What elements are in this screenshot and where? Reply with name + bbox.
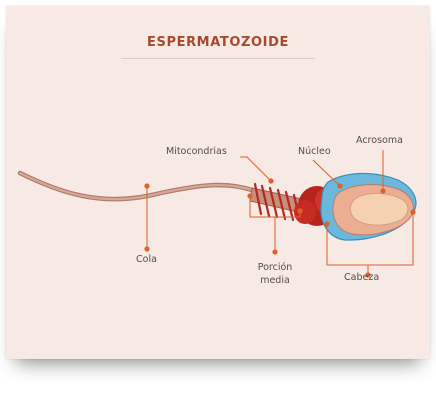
diagram-title: ESPERMATOZOIDE	[147, 35, 289, 50]
dot-porcion-bottom	[272, 249, 278, 255]
tail	[17, 170, 265, 202]
midpiece	[249, 182, 303, 223]
dot-cabeza-left	[324, 221, 330, 227]
dot-nucleo	[337, 183, 343, 189]
dot-cola-bottom	[144, 246, 150, 252]
dot-acrosoma	[380, 188, 386, 194]
leader-cabeza-bracket	[326, 212, 414, 266]
dot-cabeza-right	[410, 209, 416, 215]
dot-cabeza-bottom	[365, 272, 371, 278]
label-nucleo: Núcleo	[298, 146, 331, 157]
label-porcion-line2: media	[260, 275, 290, 286]
leader-mitocondrias	[240, 156, 272, 182]
label-mitocondrias: Mitocondrias	[166, 146, 227, 157]
dot-cola-top	[144, 183, 150, 189]
dot-mitocondrias	[268, 178, 274, 184]
leader-nucleo	[312, 159, 341, 187]
dot-porcion-right	[297, 208, 303, 214]
title-underline	[121, 58, 315, 59]
leader-dots	[144, 178, 416, 278]
label-acrosoma: Acrosoma	[356, 135, 403, 146]
leader-lines	[146, 150, 414, 275]
label-cabeza: Cabeza	[344, 272, 380, 283]
label-porcion-line1: Porción	[257, 262, 293, 273]
label-cola: Cola	[136, 254, 157, 265]
dot-porcion-left	[247, 193, 253, 199]
nucleus	[350, 192, 409, 226]
